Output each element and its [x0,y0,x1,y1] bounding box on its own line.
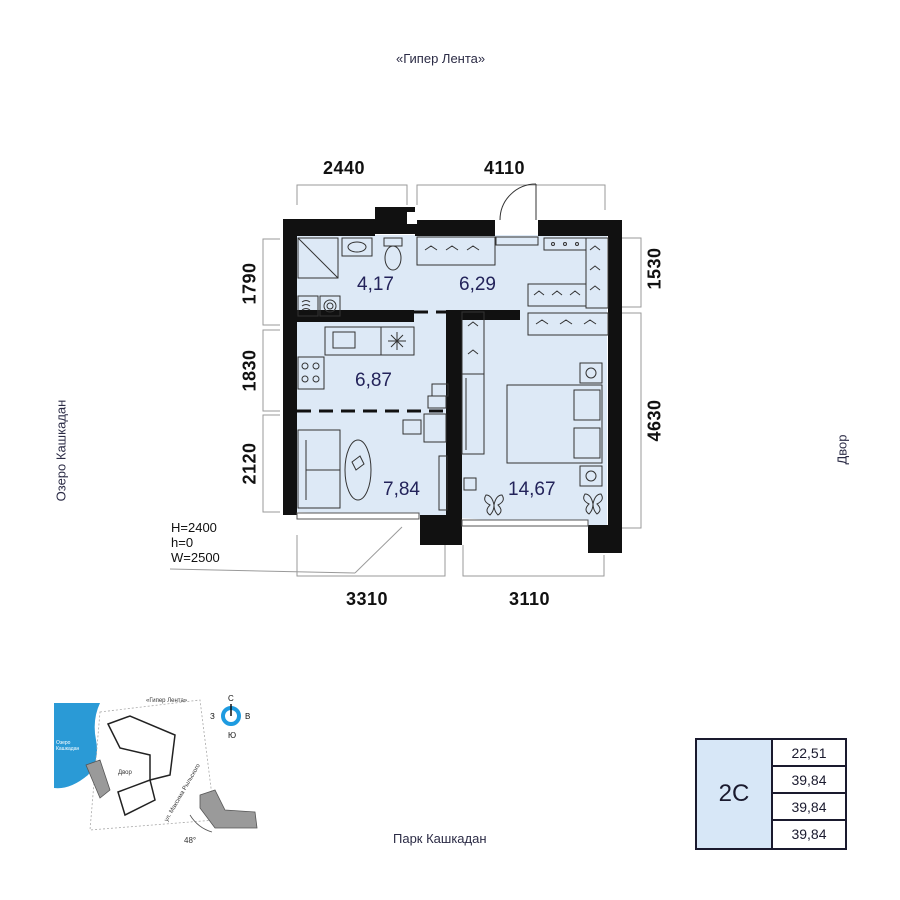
windows [296,512,589,527]
dimension-lines [169,184,642,577]
room-area-living: 7,84 [383,479,420,500]
site-lake-label: Озеро Кашкадан [56,740,80,752]
dim-bottom-right: 3110 [509,589,551,609]
site-plan-graphics [54,699,258,833]
summary-value-4: 39,84 [791,825,827,842]
compass-east: В [245,712,251,721]
room-area-bedroom: 14,67 [508,479,556,500]
fixtures [297,236,609,516]
direction-top: «Гипер Лента» [396,51,486,66]
ceiling-height: H=2400 [171,520,217,535]
summary-value-2: 39,84 [773,767,845,794]
dim-top-left: 2440 [323,158,366,178]
room-area-bathroom: 4,17 [357,274,394,295]
room-area-kitchen: 6,87 [355,370,392,391]
dim-bottom-left: 3310 [346,589,389,609]
direction-bottom: Парк Кашкадан [393,831,487,846]
dim-top-right: 4110 [484,158,526,178]
room-area-hall: 6,29 [459,274,496,295]
room-separators [297,310,446,413]
site-angle-label: 48° [184,836,197,845]
apartment-summary: 2С 22,51 39,84 39,84 39,84 [695,738,847,850]
site-yard-label: Двор [118,770,132,776]
entrance-door [499,183,537,221]
window-width: W=2500 [171,550,220,565]
walls [283,207,622,553]
sill-height: h=0 [171,535,194,550]
summary-value-1: 22,51 [773,740,845,767]
apartment-type: 2С [697,740,773,848]
site-top-label: «Гипер Лента» [146,698,188,704]
summary-value-3: 39,84 [773,794,845,821]
compass-south: Ю [228,731,237,740]
compass-north: С [228,694,234,703]
compass-west: З [210,712,215,721]
window-info: H=2400 h=0 W=2500 [171,520,220,565]
